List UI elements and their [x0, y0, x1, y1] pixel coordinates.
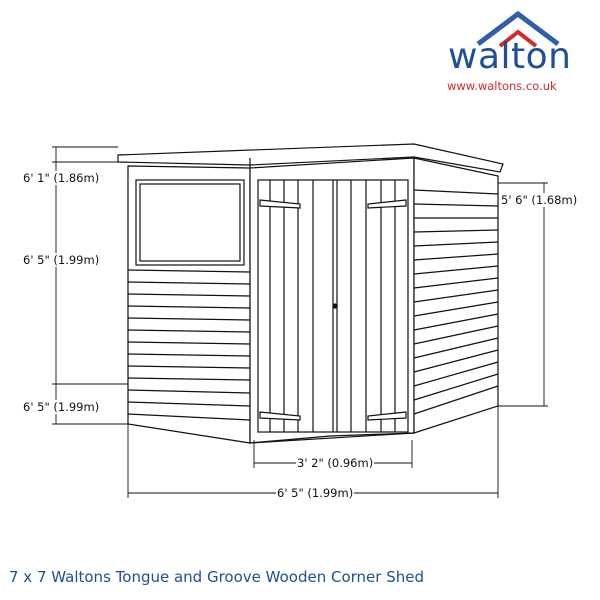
door-handle: [332, 303, 338, 309]
dim-left-upper-height: 6' 5" (1.99m): [22, 253, 101, 267]
dim-left-eave-height: 6' 1" (1.86m): [22, 171, 101, 185]
left-cladding: [127, 269, 251, 421]
window-pane: [139, 183, 241, 262]
door-hinges: [259, 199, 407, 421]
roof: [117, 143, 504, 173]
dim-overall-width: 6' 5" (1.99m): [276, 486, 355, 500]
logo-wordmark: walton: [448, 36, 572, 77]
logo-url: www.waltons.co.uk: [447, 79, 557, 93]
brand-logo: [440, 8, 590, 98]
product-caption: 7 x 7 Waltons Tongue and Groove Wooden C…: [9, 568, 424, 586]
door-threshold: [249, 432, 415, 444]
dim-right-height: 5' 6" (1.68m): [500, 193, 579, 207]
door-boards: [269, 180, 396, 432]
logo-roof-icon: [476, 10, 560, 48]
window: [135, 179, 245, 266]
right-cladding: [413, 189, 499, 415]
dim-door-width: 3' 2" (0.96m): [296, 456, 375, 470]
dim-left-depth: 6' 5" (1.99m): [22, 400, 101, 414]
